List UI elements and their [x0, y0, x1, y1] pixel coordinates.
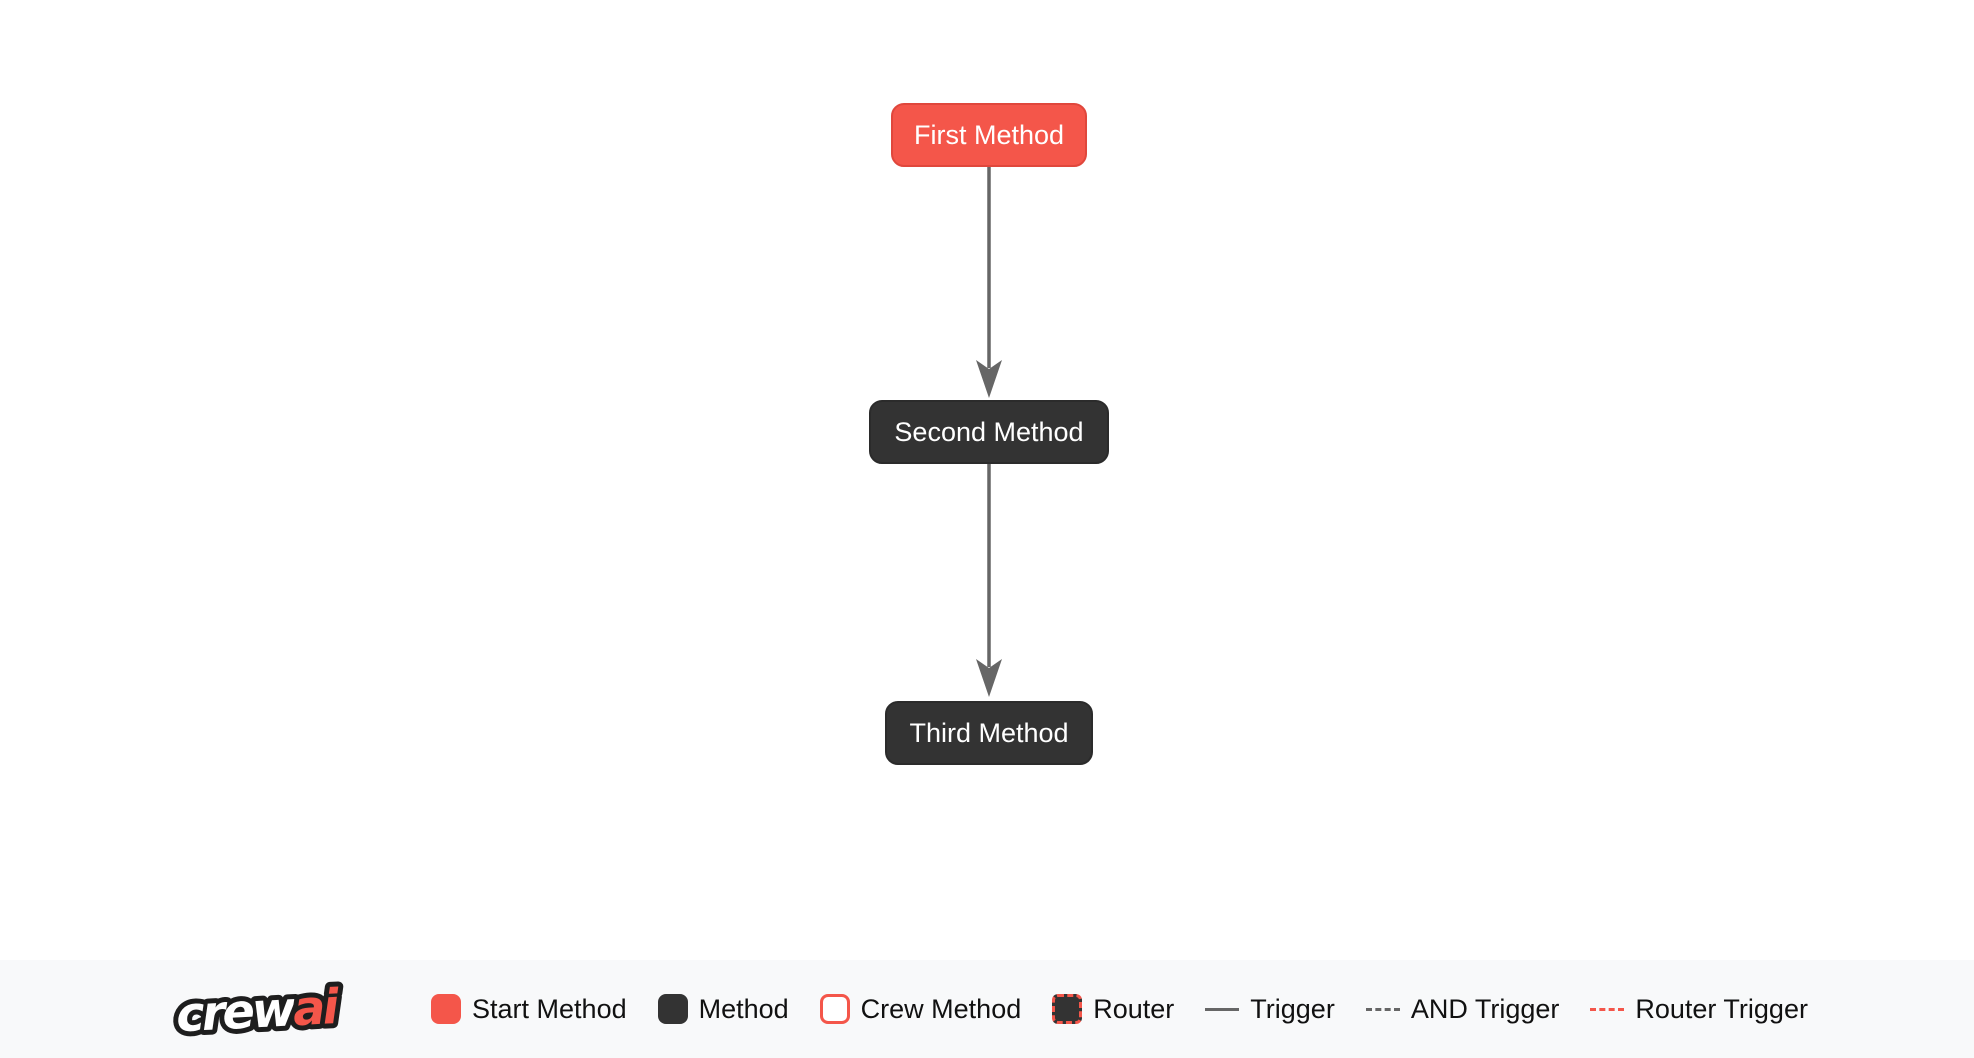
trigger-line-icon [1205, 1007, 1240, 1011]
edge-trigger-2 [976, 464, 1002, 697]
legend-label: Router [1093, 993, 1175, 1024]
router-trigger-line-icon [1590, 1007, 1625, 1011]
node-first-method[interactable]: First Method [891, 103, 1087, 167]
legend-label: Trigger [1250, 993, 1335, 1024]
router-swatch-icon [1052, 994, 1083, 1024]
legend-start-method: Start Method [431, 994, 627, 1025]
legend-router-trigger: Router Trigger [1590, 994, 1808, 1025]
legend-method: Method [657, 993, 789, 1025]
arrowhead-down-icon [976, 360, 1002, 398]
start-method-swatch-icon [431, 994, 462, 1024]
and-trigger-line-icon [1365, 1007, 1400, 1011]
logo-text-ai: ai [292, 979, 341, 1037]
method-swatch-icon [657, 994, 688, 1024]
crewai-logo-icon: crewai [170, 974, 346, 1048]
legend-label: Crew Method [860, 993, 1022, 1024]
arrowhead-down-icon [976, 659, 1002, 697]
legend-router: Router [1052, 994, 1174, 1025]
legend-and-trigger: AND Trigger [1365, 993, 1560, 1025]
svg-text:crewai: crewai [175, 979, 341, 1043]
legend-label: Method [698, 993, 789, 1024]
legend-crew-method: Crew Method [819, 993, 1022, 1025]
node-third-method[interactable]: Third Method [885, 701, 1093, 765]
node-second-method[interactable]: Second Method [869, 400, 1109, 464]
legend-trigger: Trigger [1205, 994, 1335, 1025]
legend-label: Start Method [472, 993, 627, 1024]
flow-canvas[interactable]: First Method Second Method Third Method [0, 0, 1974, 960]
crew-method-swatch-icon [819, 994, 850, 1024]
edge-trigger-1 [976, 166, 1002, 398]
legend-bar: crewai Start Method Method Crew Method R… [0, 960, 1974, 1058]
logo-text-crew: crew [175, 981, 298, 1043]
legend-label: Router Trigger [1635, 993, 1808, 1024]
legend-label: AND Trigger [1410, 993, 1560, 1024]
crewai-logo: crewai [166, 968, 394, 1050]
